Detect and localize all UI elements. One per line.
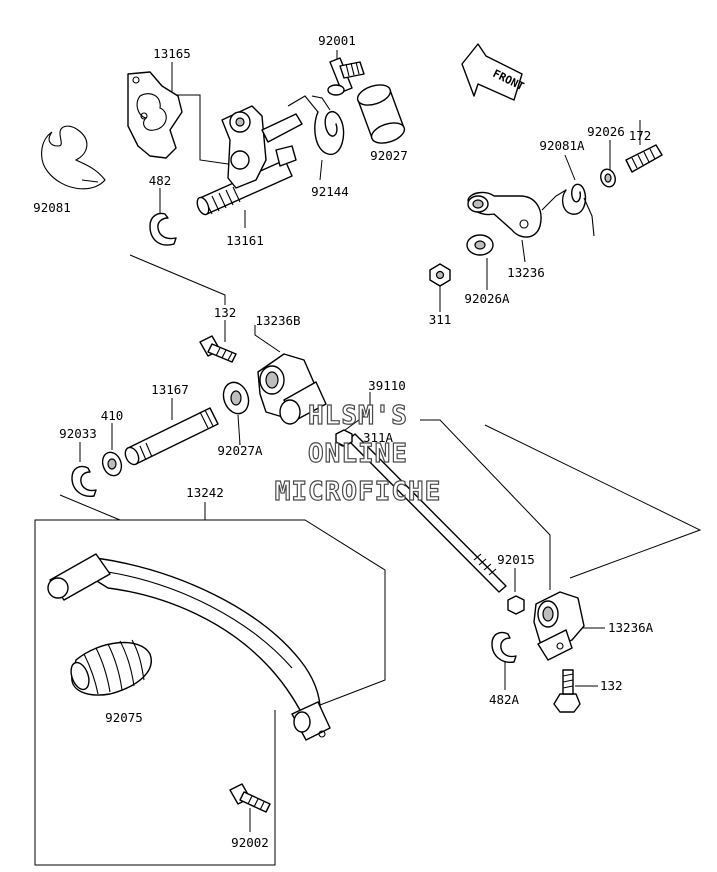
spring-92144 xyxy=(287,95,345,155)
label-92026: 92026 xyxy=(587,124,625,139)
label-482: 482 xyxy=(149,173,172,188)
watermark: HLSM'S ONLINE MICROFICHE xyxy=(274,400,442,507)
eclip-482A xyxy=(491,631,517,663)
label-410: 410 xyxy=(101,408,124,423)
label-132-bottom: 132 xyxy=(600,678,623,693)
label-132-top: 132 xyxy=(214,305,237,320)
label-92001: 92001 xyxy=(318,33,356,48)
washer-92026 xyxy=(600,168,616,188)
washer-92026A xyxy=(466,234,494,256)
washer-92027A xyxy=(222,381,250,415)
label-92026A: 92026A xyxy=(464,291,510,306)
label-92081: 92081 xyxy=(33,200,71,215)
bolt-92002 xyxy=(229,783,271,813)
clamp-13236B xyxy=(257,353,327,425)
watermark-line1: HLSM'S xyxy=(308,401,408,431)
front-arrow: FRONT xyxy=(461,43,526,101)
label-92002: 92002 xyxy=(231,835,269,850)
nut-311A xyxy=(335,429,353,447)
shaft-13167 xyxy=(124,407,219,466)
label-13167: 13167 xyxy=(151,382,189,397)
shift-shaft-13161 xyxy=(196,105,303,216)
plate-13165 xyxy=(127,71,183,159)
bolt-132-top xyxy=(199,335,237,363)
label-92027: 92027 xyxy=(370,148,408,163)
label-172: 172 xyxy=(629,128,652,143)
label-92144: 92144 xyxy=(311,184,349,199)
label-13161: 13161 xyxy=(226,233,264,248)
spring-92081A xyxy=(541,183,595,237)
label-311: 311 xyxy=(429,312,452,327)
label-39110: 39110 xyxy=(368,378,406,393)
label-13236A: 13236A xyxy=(608,620,654,635)
label-13236B: 13236B xyxy=(255,313,300,328)
label-92015: 92015 xyxy=(497,552,535,567)
bolt-132-bottom xyxy=(553,669,581,713)
label-482A: 482A xyxy=(489,692,520,707)
label-92075: 92075 xyxy=(105,710,143,725)
clamp-13236A xyxy=(533,591,585,661)
label-13236: 13236 xyxy=(507,265,545,280)
label-92081A: 92081A xyxy=(539,138,585,153)
arm-13236 xyxy=(467,191,542,238)
stud-172 xyxy=(625,144,663,173)
circlip-92081 xyxy=(41,125,106,190)
pin-92001 xyxy=(327,57,365,96)
nut-311 xyxy=(429,263,451,287)
nut-92015 xyxy=(507,595,525,615)
part-labels: 92001 13165 92081 482 92144 92027 13161 … xyxy=(33,33,653,850)
label-92027A: 92027A xyxy=(217,443,263,458)
label-13242: 13242 xyxy=(186,485,224,500)
collar-92027 xyxy=(356,84,406,144)
label-92033: 92033 xyxy=(59,426,97,441)
label-13165: 13165 xyxy=(153,46,191,61)
washer-410 xyxy=(101,451,123,477)
watermark-line3: MICROFICHE xyxy=(275,477,442,507)
rubber-92075 xyxy=(70,639,152,696)
eclip-482 xyxy=(149,212,177,246)
watermark-line2: ONLINE xyxy=(308,439,408,469)
label-311A: 311A xyxy=(363,430,394,445)
pedal-13242 xyxy=(47,553,331,741)
circlip-92033 xyxy=(71,465,97,497)
